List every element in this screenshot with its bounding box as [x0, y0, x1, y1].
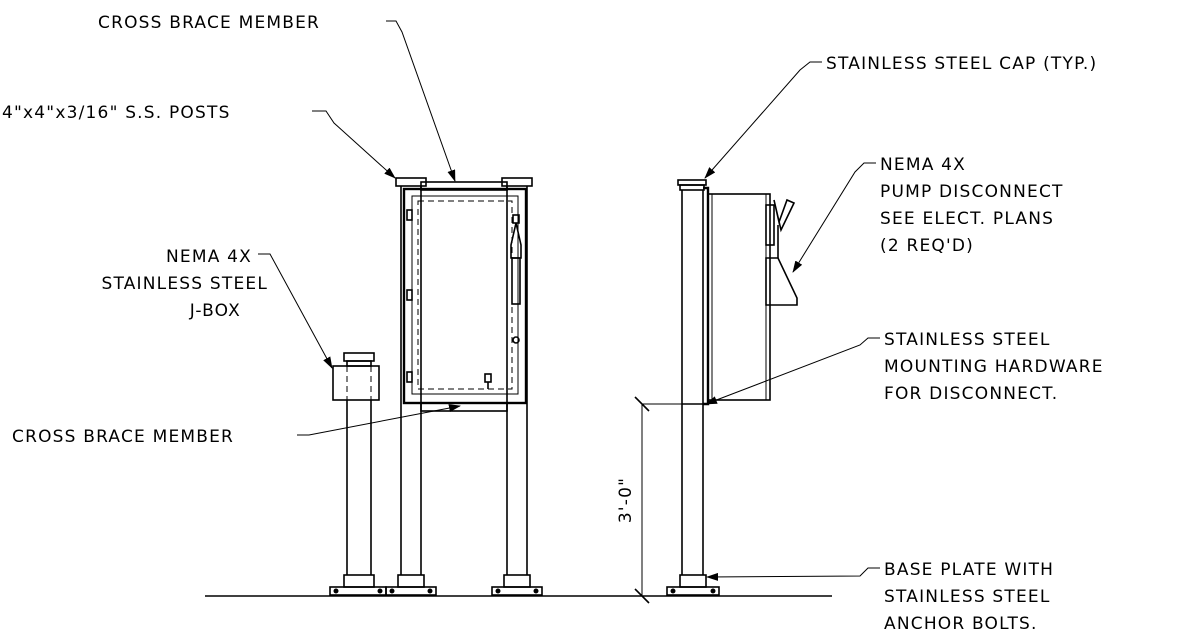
label-hardware-1: STAINLESS STEEL [884, 330, 1051, 350]
bottom-cross-brace [420, 402, 508, 412]
label-hardware-3: FOR DISCONNECT. [884, 384, 1058, 404]
label-jbox-1: NEMA 4X [166, 247, 252, 267]
leader-posts [312, 110, 396, 179]
j-box [329, 352, 387, 596]
leader-jbox [258, 253, 333, 369]
front-elevation [385, 177, 543, 596]
label-disconnect-3: SEE ELECT. PLANS [880, 209, 1054, 229]
leader-disconnect [792, 162, 876, 273]
leader-base [706, 567, 880, 581]
label-disconnect-2: PUMP DISCONNECT [880, 182, 1064, 202]
label-jbox-2: STAINLESS STEEL [101, 274, 268, 294]
label-base-2: STAINLESS STEEL [884, 587, 1051, 607]
label-posts: 4"x4"x3/16" S.S. POSTS [2, 103, 231, 123]
front-right-post [491, 177, 543, 596]
label-disconnect-4: (2 REQ'D) [880, 236, 974, 256]
leader-hardware [705, 337, 880, 405]
label-jbox-3: J-BOX [189, 301, 241, 321]
label-hardware-2: MOUNTING HARDWARE [884, 357, 1104, 377]
front-left-post [385, 177, 437, 596]
leader-cross-brace-bottom [297, 404, 461, 436]
leader-cross-brace-top [386, 20, 456, 182]
label-cap: STAINLESS STEEL CAP (TYP.) [826, 54, 1097, 74]
dimension-label: 3'-0" [616, 477, 636, 523]
leader-cap [704, 61, 822, 179]
front-enclosure [402, 187, 528, 405]
label-base-3: ANCHOR BOLTS. [884, 614, 1038, 634]
side-elevation [666, 179, 798, 596]
label-disconnect-1: NEMA 4X [880, 155, 966, 175]
label-base-1: BASE PLATE WITH [884, 560, 1054, 580]
dimension-3ft [634, 396, 703, 604]
label-cross-brace-top: CROSS BRACE MEMBER [98, 13, 320, 33]
label-cross-brace-bottom: CROSS BRACE MEMBER [12, 427, 234, 447]
